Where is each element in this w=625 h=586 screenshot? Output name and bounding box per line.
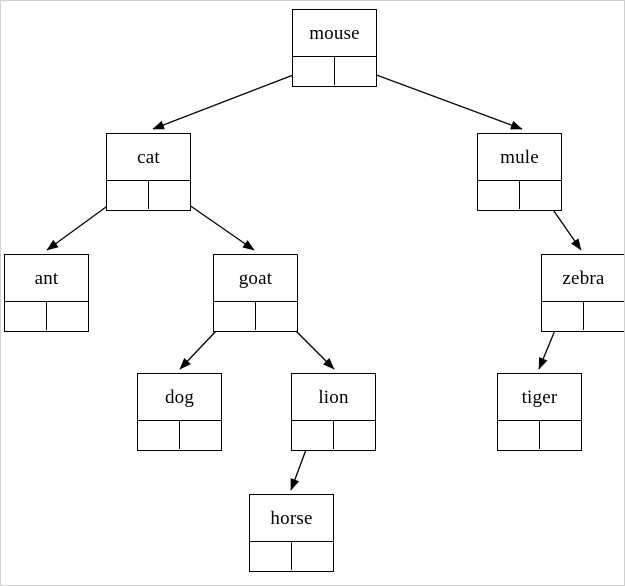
tree-node-pointers xyxy=(138,420,221,449)
left-pointer-cell-zebra[interactable] xyxy=(542,302,584,330)
tree-node-pointers xyxy=(498,420,581,449)
tree-node-pointers xyxy=(250,541,333,570)
left-pointer-cell-ant[interactable] xyxy=(5,302,47,330)
right-pointer-cell-mule[interactable] xyxy=(520,181,562,209)
tree-node-pointers xyxy=(542,301,625,330)
edge-mouse-to-cat xyxy=(152,66,315,130)
right-pointer-cell-horse[interactable] xyxy=(292,542,334,570)
right-pointer-cell-ant[interactable] xyxy=(47,302,89,330)
tree-node-label: mouse xyxy=(309,22,360,44)
tree-node-pointers xyxy=(107,180,190,209)
tree-node-label: horse xyxy=(270,507,313,529)
right-pointer-cell-mouse[interactable] xyxy=(335,57,377,85)
left-pointer-cell-goat[interactable] xyxy=(214,302,256,330)
right-pointer-cell-cat[interactable] xyxy=(149,181,191,209)
tree-node-tiger[interactable]: tiger xyxy=(497,373,582,451)
tree-node-cat[interactable]: cat xyxy=(106,133,191,211)
tree-node-label: ant xyxy=(34,267,59,289)
tree-node-pointers xyxy=(292,420,375,449)
right-pointer-cell-zebra[interactable] xyxy=(584,302,625,330)
tree-node-label: dog xyxy=(164,386,195,408)
tree-node-goat[interactable]: goat xyxy=(213,254,298,332)
right-pointer-cell-tiger[interactable] xyxy=(540,421,582,449)
left-pointer-cell-horse[interactable] xyxy=(250,542,292,570)
tree-node-mule[interactable]: mule xyxy=(477,133,562,211)
tree-node-label: tiger xyxy=(521,386,558,408)
tree-node-pointers xyxy=(214,301,297,330)
edge-mouse-to-mule xyxy=(354,66,523,130)
tree-node-label: mule xyxy=(500,146,539,168)
tree-node-pointers xyxy=(5,301,88,330)
tree-node-label: lion xyxy=(318,386,349,408)
tree-node-pointers xyxy=(293,56,376,85)
right-pointer-cell-lion[interactable] xyxy=(334,421,376,449)
left-pointer-cell-cat[interactable] xyxy=(107,181,149,209)
tree-node-dog[interactable]: dog xyxy=(137,373,222,451)
right-pointer-cell-goat[interactable] xyxy=(256,302,298,330)
tree-node-label: goat xyxy=(238,267,273,289)
tree-node-mouse[interactable]: mouse xyxy=(292,9,377,87)
tree-node-ant[interactable]: ant xyxy=(4,254,89,332)
tree-node-pointers xyxy=(478,180,561,209)
tree-node-lion[interactable]: lion xyxy=(291,373,376,451)
left-pointer-cell-dog[interactable] xyxy=(138,421,180,449)
tree-node-label: zebra xyxy=(562,267,605,289)
left-pointer-cell-mule[interactable] xyxy=(478,181,520,209)
tree-node-zebra[interactable]: zebra xyxy=(541,254,625,332)
left-pointer-cell-lion[interactable] xyxy=(292,421,334,449)
right-pointer-cell-dog[interactable] xyxy=(180,421,222,449)
left-pointer-cell-mouse[interactable] xyxy=(293,57,335,85)
tree-node-label: cat xyxy=(137,146,160,168)
tree-node-horse[interactable]: horse xyxy=(249,494,334,572)
left-pointer-cell-tiger[interactable] xyxy=(498,421,540,449)
